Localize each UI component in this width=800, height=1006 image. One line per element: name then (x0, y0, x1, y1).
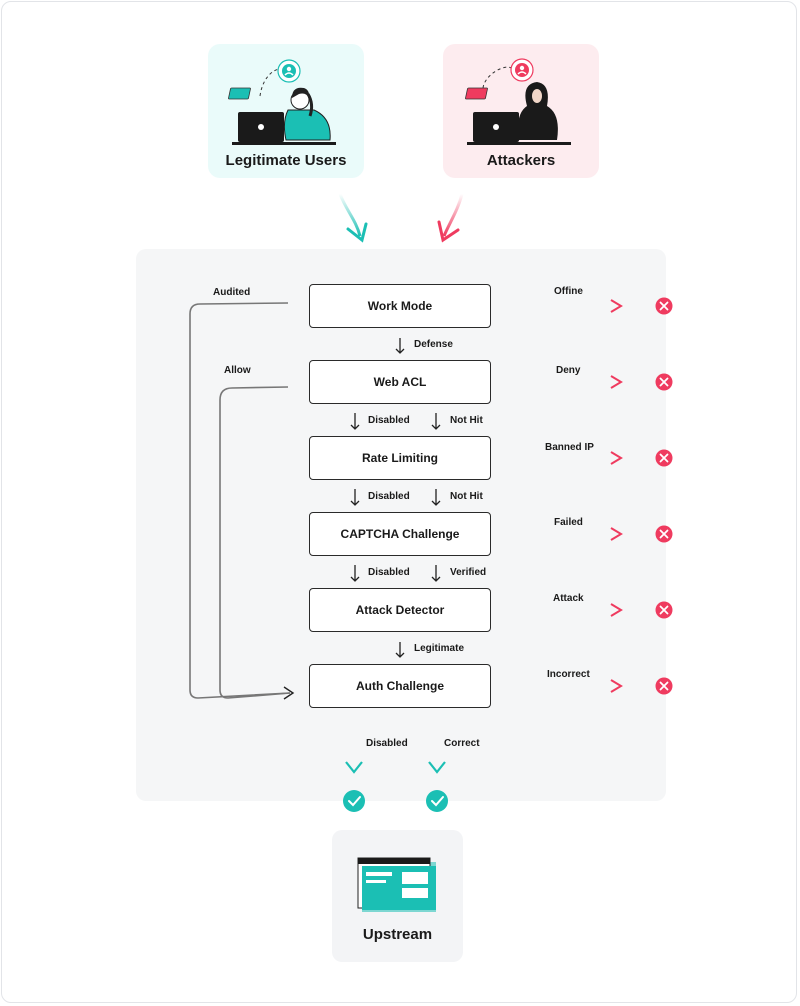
cross-icon (655, 449, 673, 467)
reject-label-incorrect: Incorrect (547, 669, 590, 680)
captcha-verified-label: Verified (450, 567, 487, 578)
legitimate-label: Legitimate (414, 643, 465, 654)
upstream-arrows (345, 724, 446, 774)
captcha-disabled-label: Disabled (368, 567, 410, 578)
upstream-card: Upstream (332, 830, 463, 962)
reject-label-offine: Offine (554, 286, 583, 297)
reject-label-failed: Failed (554, 517, 583, 528)
auth-disabled-label: Disabled (366, 738, 408, 749)
legitimate-entry-arrow (338, 193, 368, 243)
cross-icon (655, 297, 673, 315)
rate-not-hit-label: Not Hit (450, 491, 483, 502)
attackers-title: Attackers (486, 152, 556, 169)
attacker-entry-arrow (437, 193, 464, 243)
audited-label: Audited (213, 287, 251, 298)
reject-label-attack: Attack (553, 593, 584, 604)
reject-arrow (520, 527, 623, 541)
step-rate-limiting[interactable]: Rate Limiting (309, 436, 491, 480)
auth-entry-arrowhead (283, 686, 295, 700)
attacker-illustration (465, 58, 571, 145)
reject-label-banned-ip: Banned IP (545, 442, 594, 453)
allow-label: Allow (224, 365, 251, 376)
step-auth-challenge[interactable]: Auth Challenge (309, 664, 491, 708)
step-web-acl[interactable]: Web ACL (309, 360, 491, 404)
reject-arrow (520, 299, 623, 313)
cross-icon (655, 373, 673, 391)
reject-arrow (520, 451, 623, 465)
acl-disabled-label: Disabled (368, 415, 410, 426)
reject-arrow (520, 603, 623, 617)
allow-bypass-line (219, 386, 291, 699)
upstream-window-icon (357, 857, 436, 912)
defense-label: Defense (414, 339, 453, 350)
cross-icon (655, 525, 673, 543)
legitimate-users-title: Legitimate Users (225, 152, 347, 169)
reject-label-deny: Deny (556, 365, 581, 376)
audited-bypass-line (189, 302, 291, 699)
reject-arrow (520, 679, 623, 693)
rate-disabled-label: Disabled (368, 491, 410, 502)
check-icon (426, 790, 448, 812)
acl-not-hit-label: Not Hit (450, 415, 483, 426)
step-attack-detector[interactable]: Attack Detector (309, 588, 491, 632)
step-arrows (350, 338, 441, 658)
legitimate-user-illustration (228, 59, 336, 145)
cross-icon (655, 677, 673, 695)
cross-icon (655, 601, 673, 619)
reject-arrow (520, 375, 623, 389)
attackers-card: Attackers (443, 44, 599, 178)
step-captcha-challenge[interactable]: CAPTCHA Challenge (309, 512, 491, 556)
auth-correct-label: Correct (444, 738, 480, 749)
check-icon (343, 790, 365, 812)
legitimate-users-card: Legitimate Users (208, 44, 364, 178)
upstream-title: Upstream (362, 926, 433, 943)
step-work-mode[interactable]: Work Mode (309, 284, 491, 328)
